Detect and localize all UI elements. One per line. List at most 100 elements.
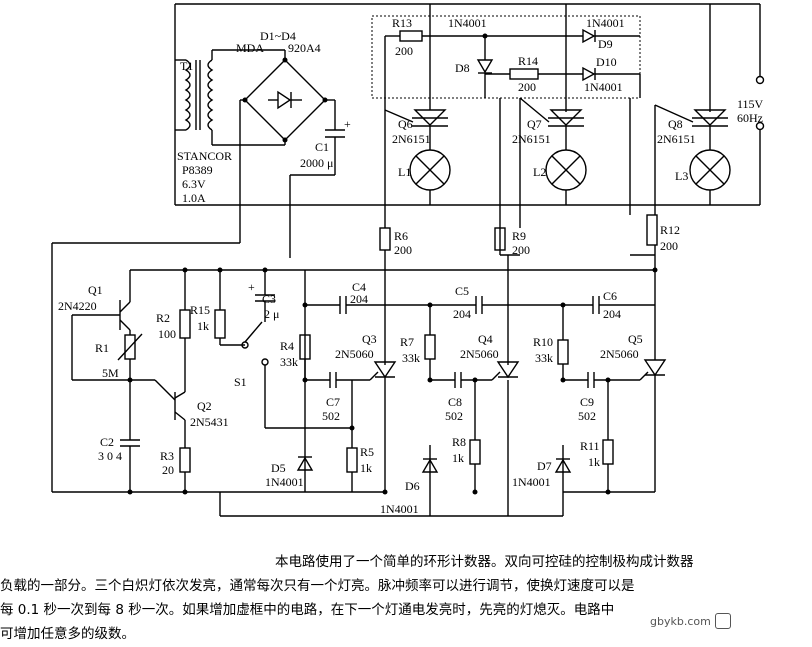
- bridge-part-label: 920A4: [288, 41, 321, 55]
- transformer-t1: T1 STANCOR P8389 6.3V 1.0A: [175, 49, 240, 205]
- scr-q5: Q5 2N5060: [600, 267, 667, 493]
- c7-value: 502: [322, 409, 340, 423]
- circuit-schematic: 115V 60Hz T1 STANCOR P8389 6.3V 1.0A: [51, 3, 765, 517]
- resistor-r1: R1 5M: [71, 314, 143, 383]
- d6-part: 1N4001: [380, 502, 419, 516]
- d7-label: D7: [537, 459, 552, 473]
- q5-label: Q5: [628, 332, 643, 346]
- capacitor-c8: C8 502: [445, 372, 492, 423]
- diode-d6: D6 1N4001: [380, 458, 439, 516]
- q7-label: Q7: [527, 117, 542, 131]
- r15-value: 1k: [197, 319, 209, 333]
- r1-value: 5M: [102, 366, 119, 380]
- bridge-rectifier: MDA D1~D4 920A4: [236, 29, 336, 243]
- lamp-l1: L1: [398, 149, 451, 205]
- resistor-r12: R12 200: [629, 98, 680, 270]
- q1-label: Q1: [88, 283, 103, 297]
- watermark-text: gbykb.com: [650, 614, 711, 628]
- resistor-r15: R15 1k: [190, 267, 245, 346]
- diode-d7: D7 1N4001: [512, 458, 572, 489]
- t1-current-label: 1.0A: [182, 191, 206, 205]
- r14-label: R14: [518, 54, 538, 68]
- resistor-r6: R6 200: [379, 110, 412, 268]
- c1-label: C1: [315, 140, 329, 154]
- r13-label: R13: [392, 16, 412, 30]
- r9-value: 200: [512, 243, 530, 257]
- caption-line-3: 每 0.1 秒一次到每 8 秒一次。如果增加虚框中的电路，在下一个灯通电发亮时，…: [0, 602, 615, 618]
- t1-voltage-label: 6.3V: [182, 177, 206, 191]
- capacitor-c5: C5 204: [427, 284, 563, 321]
- capacitor-c1: + C1 2000 μ: [289, 117, 351, 230]
- c1-value: 2000 μ: [300, 156, 333, 170]
- d8-part: 1N4001: [448, 16, 487, 30]
- q2-label: Q2: [197, 399, 212, 413]
- c6-label: C6: [603, 289, 617, 303]
- q7-part: 2N6151: [512, 132, 551, 146]
- transistor-q2: Q2 2N5431: [130, 379, 229, 440]
- r9-label: R9: [512, 229, 526, 243]
- d7-part: 1N4001: [512, 475, 551, 489]
- triac-q7: Q7 2N6151: [512, 4, 584, 150]
- s1-label: S1: [234, 375, 247, 389]
- mains-frequency-label: 60Hz: [737, 111, 763, 125]
- r14-value: 200: [518, 80, 536, 94]
- q3-label: Q3: [362, 332, 377, 346]
- q8-part: 2N6151: [657, 132, 696, 146]
- r5-value: 1k: [360, 461, 372, 475]
- mains-terminals: 115V 60Hz: [737, 75, 765, 131]
- c2-label: C2: [100, 435, 114, 449]
- r7-label: R7: [400, 335, 414, 349]
- resistor-r2: R2 100: [156, 267, 191, 392]
- d10-part: 1N4001: [584, 80, 623, 94]
- q1-part: 2N4220: [58, 299, 97, 313]
- c8-label: C8: [448, 395, 462, 409]
- r5-label: R5: [360, 445, 374, 459]
- q3-part: 2N5060: [335, 347, 374, 361]
- d8-label: D8: [455, 61, 470, 75]
- r4-value: 33k: [280, 355, 298, 369]
- capacitor-c9: C9 502: [578, 372, 640, 423]
- c9-label: C9: [580, 395, 594, 409]
- q2-part: 2N5431: [190, 415, 229, 429]
- t1-label: T1: [180, 59, 193, 73]
- lamp-l3: L3: [675, 149, 731, 205]
- capacitor-c7: C7 502: [322, 372, 370, 423]
- r3-value: 20: [162, 463, 174, 477]
- r8-value: 1k: [452, 451, 464, 465]
- r6-value: 200: [394, 243, 412, 257]
- t1-part-label: P8389: [182, 163, 213, 177]
- r15-label: R15: [190, 303, 210, 317]
- caption-line-4: 可增加任意多的级数。: [0, 626, 135, 642]
- q4-label: Q4: [478, 332, 493, 346]
- q6-label: Q6: [398, 117, 413, 131]
- c7-label: C7: [326, 395, 340, 409]
- caption-line-2: 负载的一部分。三个白炽灯依次发亮，通常每次只有一个灯亮。脉冲频率可以进行调节，使…: [0, 578, 635, 594]
- r10-value: 33k: [535, 351, 553, 365]
- c5-label: C5: [455, 284, 469, 298]
- d9-part: 1N4001: [586, 16, 625, 30]
- c9-value: 502: [578, 409, 596, 423]
- resistor-r9: R9 200: [494, 98, 530, 257]
- c3-label: C3: [262, 292, 276, 306]
- transistor-q1: Q1 2N4220: [58, 283, 131, 331]
- t1-maker-label: STANCOR: [177, 149, 232, 163]
- q5-part: 2N5060: [600, 347, 639, 361]
- bottom-wiring: [51, 230, 655, 517]
- capacitor-c2: C2 3 0 4: [98, 380, 140, 495]
- c6-value: 204: [603, 307, 621, 321]
- capacitor-c6: C6 204: [560, 289, 655, 321]
- capacitor-c3: + C3 2 μ: [248, 267, 279, 322]
- resistor-r10: R10 33k: [533, 305, 588, 383]
- r6-label: R6: [394, 229, 408, 243]
- resistor-r5: R5 1k: [346, 380, 374, 492]
- bridge-type-label: MDA: [236, 41, 264, 55]
- r2-value: 100: [158, 327, 176, 341]
- optional-circuit-box: [371, 15, 641, 99]
- c4-value: 204: [350, 292, 368, 306]
- d5-part: 1N4001: [265, 475, 304, 489]
- resistor-r7: R7 33k: [400, 305, 455, 383]
- d6-label: D6: [405, 479, 420, 493]
- dashed-box-components: R13 200 1N4001 D8 1N4001 D9 R14 200 D10 …: [384, 16, 640, 98]
- mains-voltage-label: 115V: [737, 97, 764, 111]
- r8-label: R8: [452, 435, 466, 449]
